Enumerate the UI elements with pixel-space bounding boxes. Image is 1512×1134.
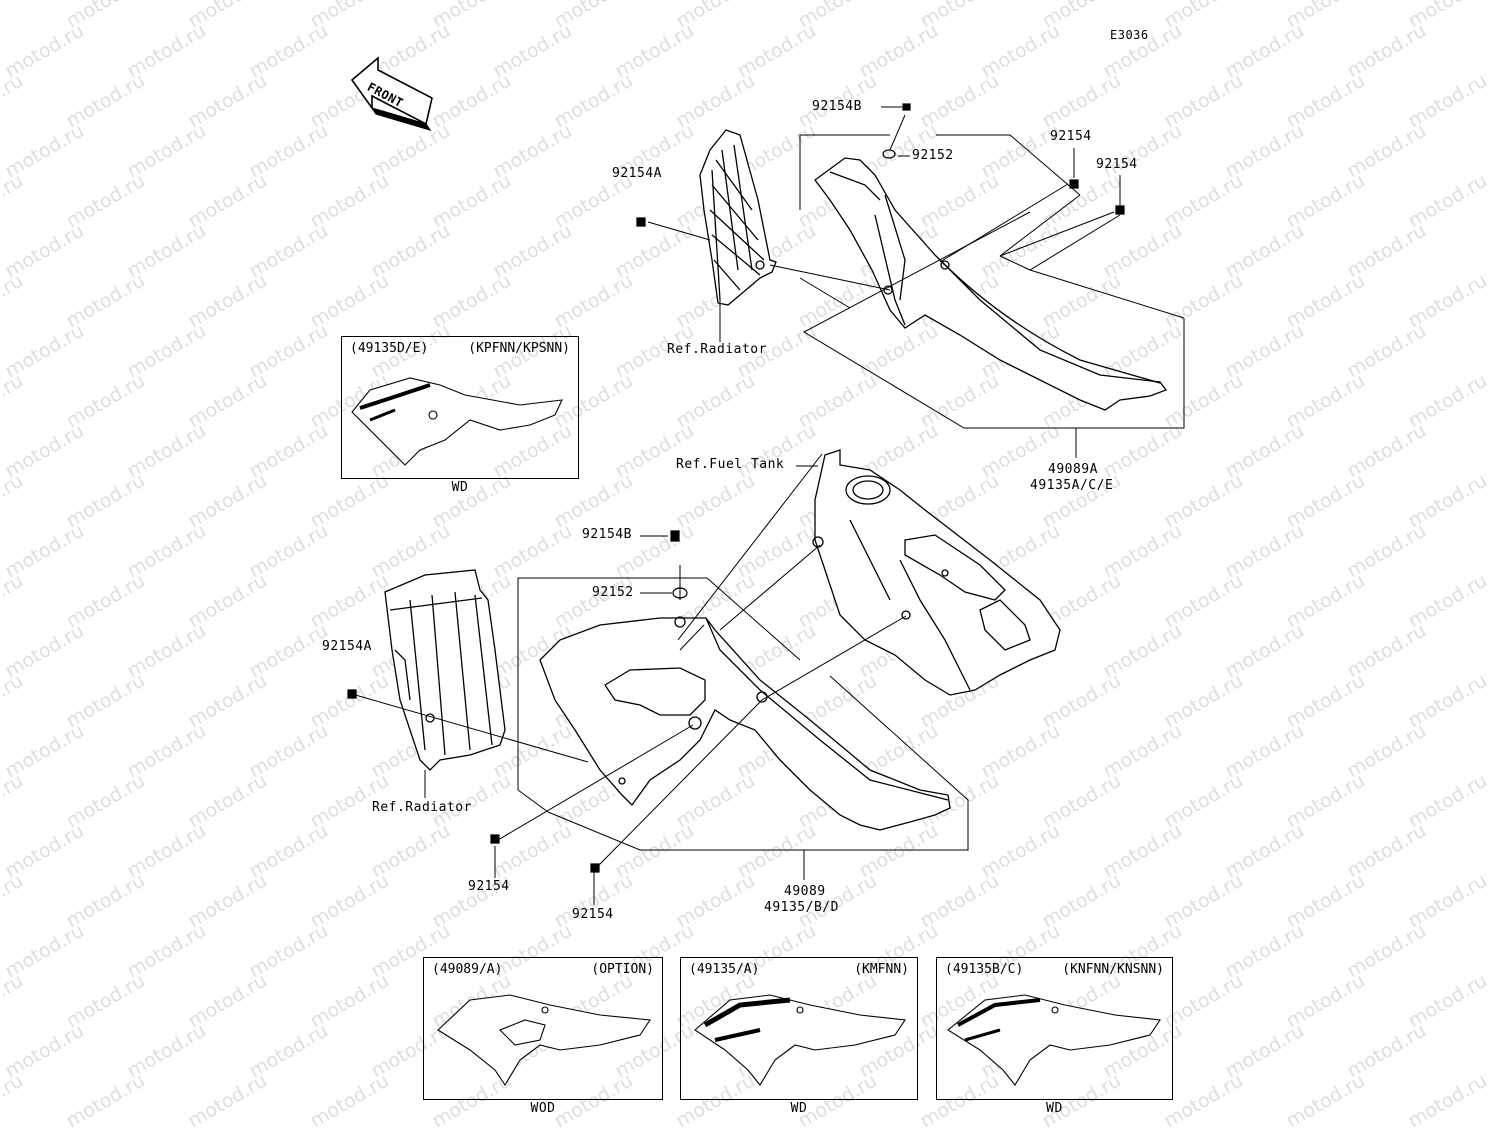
callout-ref-fuel-tank: Ref.Fuel Tank [676, 457, 785, 472]
lower-radiator-guard [384, 569, 506, 771]
diagram-code: E3036 [1110, 28, 1149, 42]
callout-lower-washer: 92152 [592, 585, 634, 600]
callout-upper-bolt-b: 92154B [812, 99, 862, 114]
upper-bolts [636, 103, 1125, 227]
variant-footer-4: WD [1046, 1101, 1063, 1116]
variant-box-49135de: (49135D/E) (KPFNN/KPSNN) [341, 336, 579, 479]
callout-lower-part-2: 49135/B/D [764, 900, 839, 915]
variant-box-header: (49135D/E) (KPFNN/KPSNN) [350, 341, 570, 356]
variant-box-49135a: (49135/A) (KMFNN) [680, 957, 918, 1100]
callout-lower-part-1: 49089 [784, 884, 826, 899]
variant-footer-3: WD [790, 1101, 808, 1116]
variant-box-49135bc: (49135B/C) (KNFNN/KNSNN) [936, 957, 1173, 1100]
variant-model-code: (KPFNN/KPSNN) [468, 341, 570, 356]
lower-radiator-shroud [539, 616, 951, 831]
callout-lower-ref-radiator: Ref.Radiator [372, 800, 472, 815]
callout-lower-bolt-2: 92154 [572, 907, 614, 922]
variant-shroud-sketch-1 [351, 377, 563, 466]
variant-shroud-sketch-3 [694, 994, 906, 1086]
variant-part-number: (49089/A) [432, 962, 503, 977]
front-arrow-icon [350, 56, 433, 132]
variant-box-header: (49135/A) (KMFNN) [689, 962, 909, 977]
upper-radiator-guard [699, 129, 777, 306]
callout-upper-part-1: 49089A [1048, 462, 1098, 477]
callout-lower-bolt-1: 92154 [468, 879, 510, 894]
fuel-tank [812, 449, 1061, 696]
callout-lower-bolt-a: 92154A [322, 639, 372, 654]
callout-upper-part-2: 49135A/C/E [1030, 478, 1114, 493]
lower-assembly-bracket [351, 453, 969, 905]
callout-upper-washer: 92152 [912, 148, 954, 163]
variant-model-code: (OPTION) [591, 962, 654, 977]
callout-upper-ref-radiator: Ref.Radiator [667, 342, 767, 357]
callout-upper-bolt-1: 92154 [1050, 129, 1092, 144]
variant-footer-2: WOD [530, 1101, 556, 1116]
variant-part-number: (49135B/C) [945, 962, 1024, 977]
variant-box-header: (49089/A) (OPTION) [432, 962, 654, 977]
upper-assembly-bracket [647, 106, 1185, 458]
upper-radiator-shroud [814, 157, 1168, 411]
callout-upper-bolt-a: 92154A [612, 166, 662, 181]
variant-part-number: (49135/A) [689, 962, 760, 977]
variant-box-header: (49135B/C) (KNFNN/KNSNN) [945, 962, 1164, 977]
lower-bolts [347, 530, 688, 873]
variant-shroud-sketch-4 [947, 994, 1161, 1086]
variant-footer-1: WD [451, 480, 469, 495]
variant-model-code: (KNFNN/KNSNN) [1062, 962, 1164, 977]
variant-model-code: (KMFNN) [854, 962, 909, 977]
variant-shroud-sketch-2 [437, 994, 651, 1087]
callout-lower-bolt-b: 92154B [582, 527, 632, 542]
callout-upper-bolt-2: 92154 [1096, 157, 1138, 172]
variant-box-49089a: (49089/A) (OPTION) [423, 957, 663, 1100]
variant-part-number: (49135D/E) [350, 341, 429, 356]
